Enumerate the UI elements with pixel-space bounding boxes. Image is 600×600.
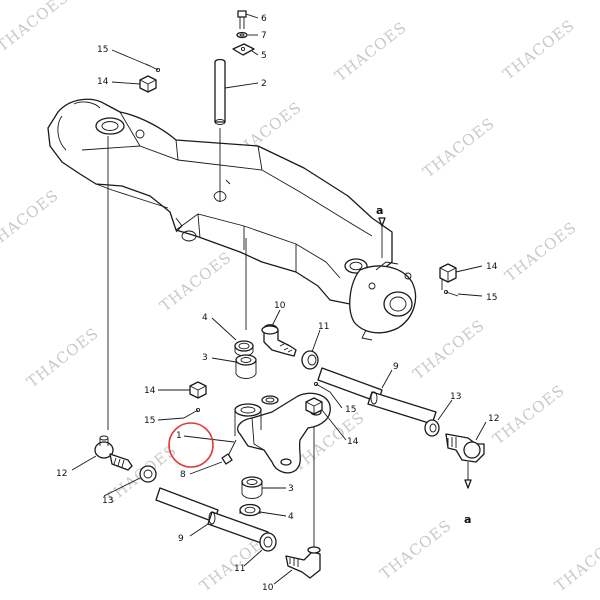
callout-labels: 6 7 5 2 15 14 a 14 15 4 10 11 3 9 14 15 …	[56, 14, 499, 593]
callout-6: 6	[261, 14, 267, 24]
callout-3: 3	[288, 484, 294, 494]
watermark: THACOES	[331, 18, 410, 85]
callout-8: 8	[180, 470, 186, 480]
watermark: THACOES	[499, 16, 578, 83]
callout-9: 9	[393, 362, 399, 372]
callout-15: 15	[97, 45, 108, 55]
watermark: THACOES	[409, 316, 488, 383]
lower-bushing-parts	[239, 476, 263, 517]
callout-14: 14	[486, 262, 498, 272]
callout-3: 3	[202, 353, 208, 363]
center-lines	[107, 128, 469, 548]
upper-bushing-parts	[234, 340, 257, 379]
callout-7: 7	[261, 31, 267, 41]
callout-2: 2	[261, 79, 267, 89]
callout-1: 1	[176, 431, 182, 441]
reference-label-a: a	[376, 204, 383, 217]
callout-15: 15	[486, 293, 497, 303]
callout-9: 9	[178, 534, 184, 544]
callout-15: 15	[345, 405, 356, 415]
callout-15: 15	[144, 416, 155, 426]
highlight-circle	[168, 422, 214, 468]
callout-4: 4	[288, 512, 294, 522]
callout-14: 14	[144, 386, 156, 396]
callout-13: 13	[102, 496, 113, 506]
callout-12: 12	[56, 469, 67, 479]
callout-11: 11	[234, 564, 245, 574]
watermark: THACOES	[156, 248, 235, 315]
watermark: THACOES	[501, 218, 580, 285]
watermark: THACOES	[0, 0, 72, 55]
watermark: THACOES	[0, 186, 62, 253]
callout-14: 14	[97, 77, 109, 87]
reference-label-a: a	[464, 513, 471, 526]
watermark: THACOES	[23, 324, 102, 391]
idler-arm	[221, 392, 331, 474]
callout-14: 14	[347, 437, 359, 447]
callout-4: 4	[202, 313, 208, 323]
nuts-and-pins	[139, 63, 459, 419]
reference-arrows	[378, 217, 472, 489]
tie-rod-right	[261, 324, 485, 463]
callout-11: 11	[318, 322, 329, 332]
callout-13: 13	[450, 392, 461, 402]
tie-rod-left	[94, 435, 321, 579]
callout-12: 12	[488, 414, 499, 424]
callout-10: 10	[274, 301, 286, 311]
watermark: THACOES	[376, 516, 455, 583]
leader-lines	[71, 13, 487, 585]
watermark: THACOES	[489, 381, 568, 448]
axle-beam	[47, 98, 417, 341]
watermark: THACOES	[551, 528, 600, 595]
watermark: THACOES	[419, 114, 498, 181]
callout-5: 5	[261, 51, 267, 61]
callout-10: 10	[262, 583, 274, 593]
kingpin-assembly	[214, 10, 255, 125]
